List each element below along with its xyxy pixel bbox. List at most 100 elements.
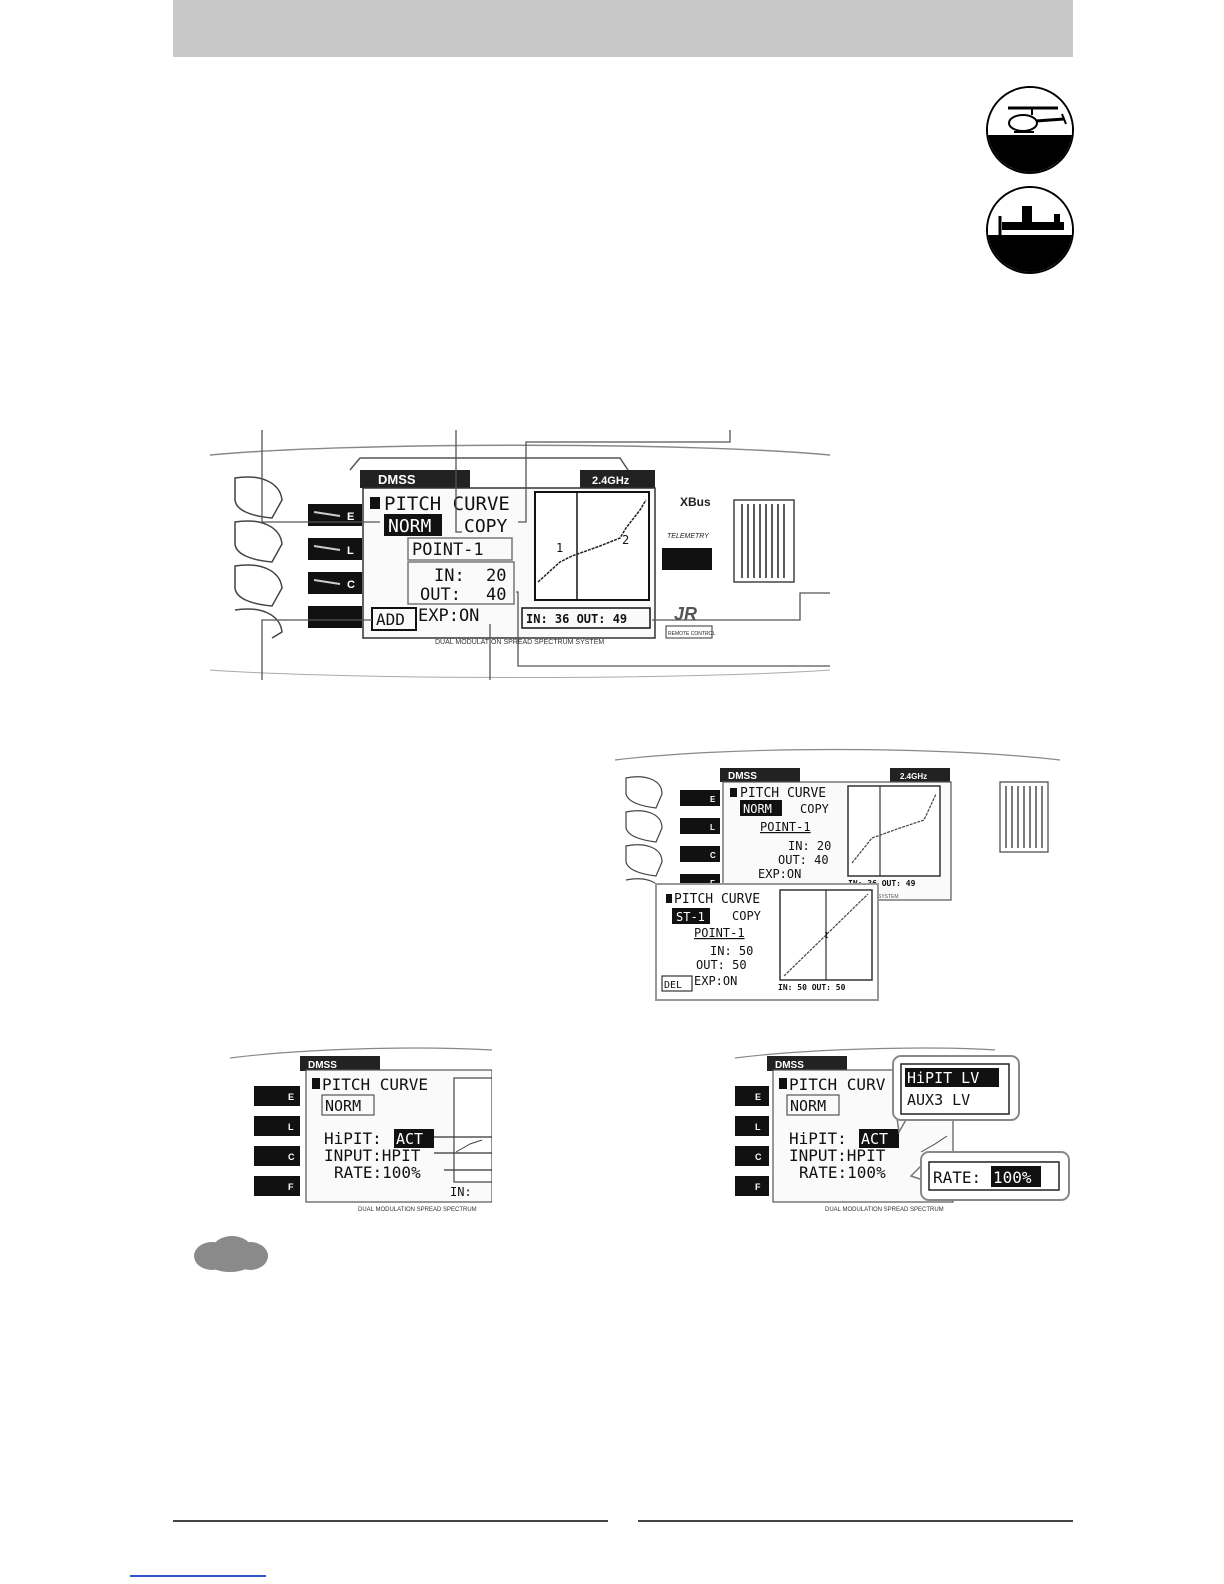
svg-text:E: E: [710, 795, 716, 804]
main-lcd-figure: E L C DMSS 2.4GHz PITCH CURVE NORM COPY …: [209, 430, 831, 680]
svg-text:E: E: [347, 511, 354, 523]
pitch-curve-line: [537, 499, 647, 583]
svg-text:C: C: [710, 851, 716, 860]
second-readout: IN: 36 OUT: 49: [848, 879, 916, 888]
point-selector[interactable]: POINT-1: [412, 540, 484, 560]
second-copy[interactable]: COPY: [800, 802, 830, 816]
popup-condition[interactable]: ST-1: [676, 910, 705, 924]
svg-text:F: F: [288, 1182, 294, 1192]
svg-text:C: C: [288, 1152, 295, 1162]
condition-norm[interactable]: NORM: [388, 516, 432, 537]
second-point[interactable]: POINT-1: [760, 820, 811, 834]
note-cloud-icon: [194, 1236, 268, 1272]
svg-text:L: L: [710, 823, 715, 832]
svg-text:E: E: [755, 1092, 761, 1102]
hipit-lcd-right: DMSS E L C F PITCH CURV NORM HiPIT: ACT …: [735, 1047, 1070, 1213]
svg-text:SYSTEM: SYSTEM: [878, 894, 899, 900]
svg-text:F: F: [755, 1182, 761, 1192]
exp-toggle[interactable]: EXP:ON: [418, 606, 479, 626]
second-in[interactable]: IN: 20: [788, 839, 831, 853]
second-brand: DMSS: [728, 771, 757, 782]
second-band: 2.4GHz: [900, 772, 927, 781]
popup-title: PITCH CURVE: [674, 892, 760, 907]
leader-lines: [261, 430, 830, 680]
svg-text:DMSS: DMSS: [775, 1060, 804, 1071]
second-exp[interactable]: EXP:ON: [758, 867, 801, 881]
brand-label: DMSS: [378, 472, 416, 487]
out-value[interactable]: 40: [486, 585, 506, 605]
add-button[interactable]: ADD: [376, 610, 405, 629]
band-bar: [580, 470, 655, 488]
telemetry-logo: TELEMETRY: [667, 533, 710, 540]
hipit-right-condition[interactable]: NORM: [790, 1097, 826, 1115]
trim-key-e: E: [308, 504, 362, 526]
hipit-left-label: HiPIT:: [324, 1129, 382, 1148]
hipit-right-act[interactable]: ACT: [861, 1130, 888, 1148]
hipit-left-title: PITCH CURVE: [322, 1075, 428, 1094]
popup-del[interactable]: DEL: [664, 980, 682, 991]
out-label: OUT:: [420, 585, 461, 605]
scroll-wheel[interactable]: [733, 499, 795, 583]
jr-logo: JR: [674, 604, 697, 624]
svg-text:E: E: [288, 1092, 294, 1102]
popup-point[interactable]: POINT-1: [694, 926, 745, 940]
svg-text:IN:: IN:: [450, 1185, 472, 1199]
hipit-left-trim-keys: E L C F: [254, 1086, 300, 1196]
second-trim-keys: E L C F: [680, 790, 720, 890]
second-out[interactable]: OUT: 40: [778, 853, 829, 867]
svg-text:DUAL MODULATION SPREAD SPECTRU: DUAL MODULATION SPREAD SPECTRUM: [825, 1207, 944, 1213]
hipit-left-condition[interactable]: NORM: [325, 1097, 361, 1115]
trim-key-c: C: [308, 572, 362, 594]
aux3-lv-option[interactable]: AUX3 LV: [907, 1091, 970, 1109]
hipit-right-input[interactable]: INPUT:HPIT: [789, 1146, 886, 1165]
helicopter-icon: [986, 86, 1074, 174]
hipit-lv-option[interactable]: HiPIT LV: [907, 1069, 979, 1087]
rate-callout-label: RATE:: [933, 1168, 981, 1187]
graph-point-2: 2: [622, 533, 629, 547]
hipit-left-act[interactable]: ACT: [396, 1130, 423, 1148]
popup-in[interactable]: IN: 50: [710, 944, 753, 958]
footer-rule-left: [173, 1520, 608, 1522]
side-buttons: [234, 476, 283, 639]
second-title: PITCH CURVE: [740, 786, 826, 801]
hipit-left-input[interactable]: INPUT:HPIT: [324, 1146, 421, 1165]
graph-readout: IN: 36 OUT: 49: [526, 612, 627, 626]
footer-link-underline: [130, 1575, 266, 1577]
second-condition[interactable]: NORM: [743, 802, 772, 816]
in-value[interactable]: 20: [486, 566, 506, 586]
curve-graph: [534, 491, 650, 601]
hipit-right-label: HiPIT:: [789, 1129, 847, 1148]
popup-exp[interactable]: EXP:ON: [694, 974, 737, 988]
svg-text:L: L: [288, 1122, 294, 1132]
second-lcd-figure: E L C F DMSS 2.4GHz PITCH CURVE NORM COP…: [614, 748, 1061, 1001]
svg-text:C: C: [755, 1152, 762, 1162]
brand-bar: [360, 470, 470, 488]
trim-key-l: L: [308, 538, 362, 560]
in-label: IN:: [434, 566, 465, 586]
remote-control-label: REMOTE CONTROL: [668, 631, 715, 637]
hipit-lcd-left: DMSS E L C F PITCH CURVE NORM HiPIT: ACT…: [230, 1047, 492, 1213]
graph-point-1: 1: [556, 541, 563, 555]
band-label: 2.4GHz: [592, 475, 630, 487]
condition-highlight: [384, 514, 442, 536]
lcd-footer: DUAL MODULATION SPREAD SPECTRUM SYSTEM: [435, 639, 604, 646]
header-bar: [173, 0, 1073, 57]
hipit-right-trim-keys: E L C F: [735, 1086, 769, 1196]
popup-copy[interactable]: COPY: [732, 909, 762, 923]
hipit-lv-callout: [892, 1055, 1020, 1121]
svg-text:DUAL MODULATION SPREAD SPECTRU: DUAL MODULATION SPREAD SPECTRUM: [358, 1207, 477, 1213]
popup-readout: IN: 50 OUT: 50: [778, 983, 846, 992]
hipit-right-rate[interactable]: RATE:100%: [799, 1163, 886, 1182]
rate-callout-value[interactable]: 100%: [993, 1168, 1032, 1187]
svg-text:C: C: [347, 579, 355, 591]
popup-out[interactable]: OUT: 50: [696, 958, 747, 972]
copy-label[interactable]: COPY: [464, 516, 508, 537]
hipit-right-title: PITCH CURV: [789, 1075, 886, 1094]
svg-text:L: L: [755, 1122, 761, 1132]
hipit-left-rate[interactable]: RATE:100%: [334, 1163, 421, 1182]
nav-key[interactable]: [662, 548, 712, 570]
xbus-logo: XBus: [680, 495, 711, 509]
svg-text:DMSS: DMSS: [308, 1060, 337, 1071]
svg-text:L: L: [347, 545, 354, 557]
footer-rule-right: [638, 1520, 1073, 1522]
